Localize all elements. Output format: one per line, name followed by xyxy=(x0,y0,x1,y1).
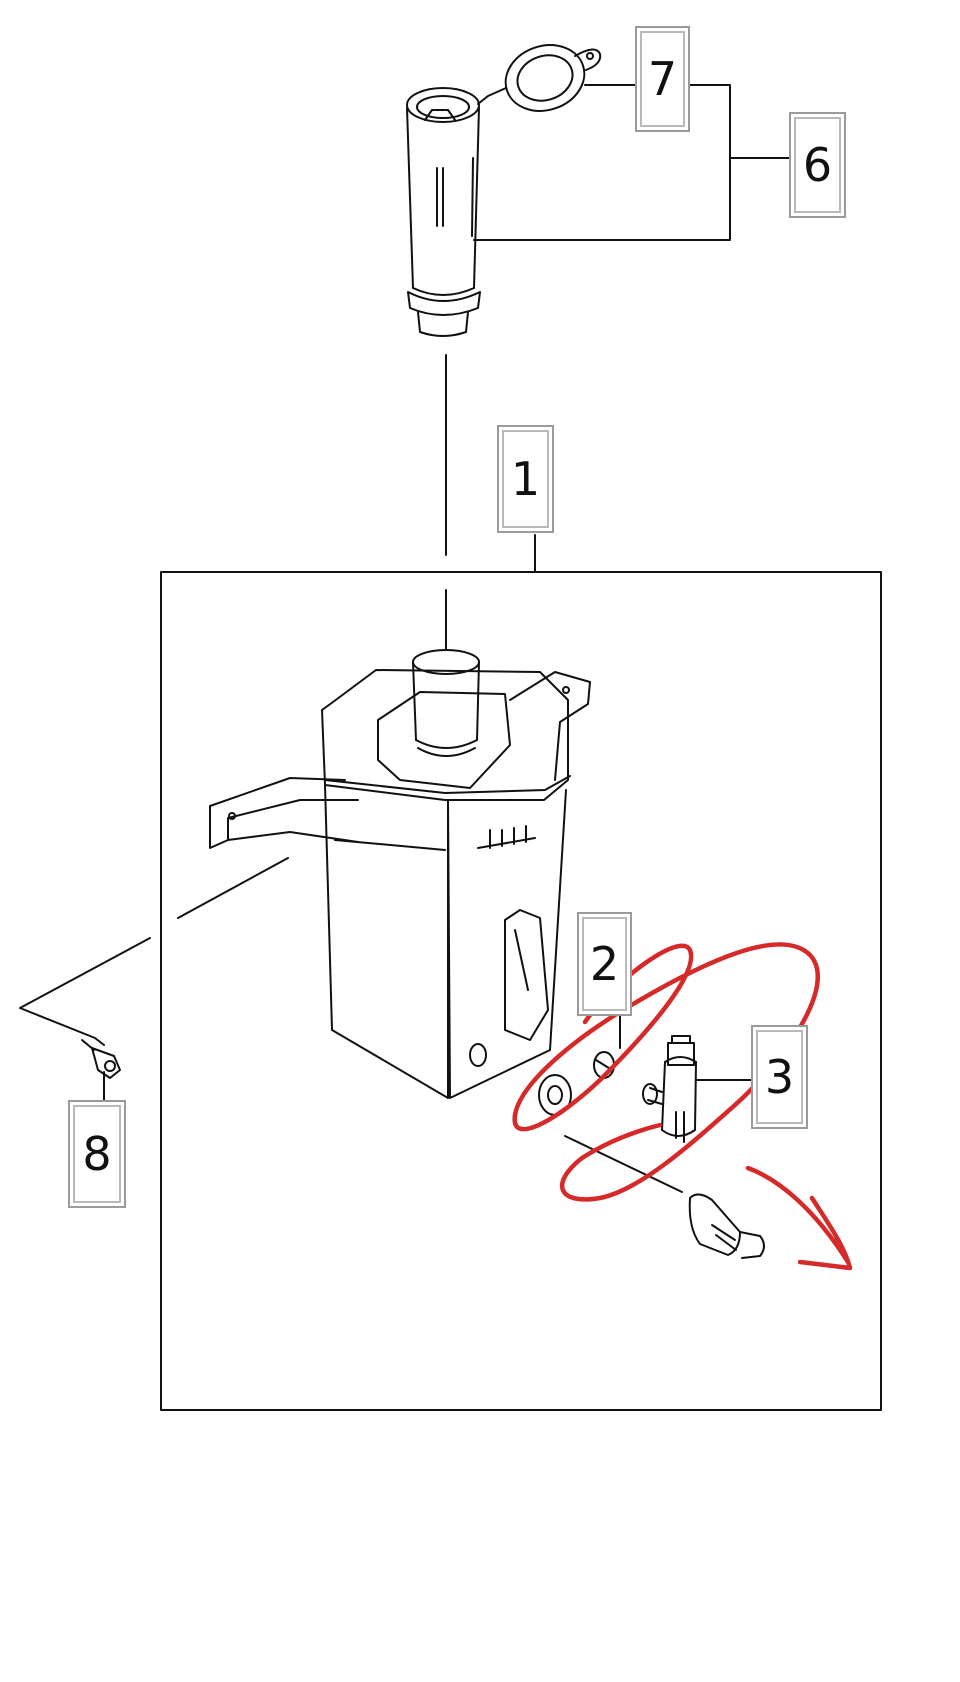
red-annotation-marks xyxy=(512,942,853,1271)
red-circle-mark-icon xyxy=(512,942,820,1202)
callout-8: 8 xyxy=(68,1100,126,1208)
callout-1: 1 xyxy=(497,425,554,533)
callout-3: 3 xyxy=(751,1025,808,1129)
washer-reservoir-tank-icon xyxy=(209,649,591,1099)
leader-lines-6-7 xyxy=(473,84,791,241)
callout-6: 6 xyxy=(789,112,846,218)
callout-label: 3 xyxy=(764,1050,795,1104)
red-arrow-icon xyxy=(745,1165,853,1271)
washer-pump-icon xyxy=(642,1035,757,1143)
callout-label: 2 xyxy=(589,937,620,991)
callout-label: 7 xyxy=(647,52,678,106)
callout-label: 6 xyxy=(802,138,833,192)
bolt-icon xyxy=(81,1039,121,1079)
connector-plug-icon xyxy=(564,1135,765,1259)
callout-label: 8 xyxy=(82,1127,112,1181)
callout-label: 1 xyxy=(510,452,541,506)
callout-7: 7 xyxy=(635,26,690,132)
filler-neck-icon xyxy=(406,87,481,337)
leader-line-8 xyxy=(19,857,289,1113)
filler-cap-icon xyxy=(477,44,602,112)
assembly-box xyxy=(160,571,882,1411)
callout-2: 2 xyxy=(577,912,632,1016)
